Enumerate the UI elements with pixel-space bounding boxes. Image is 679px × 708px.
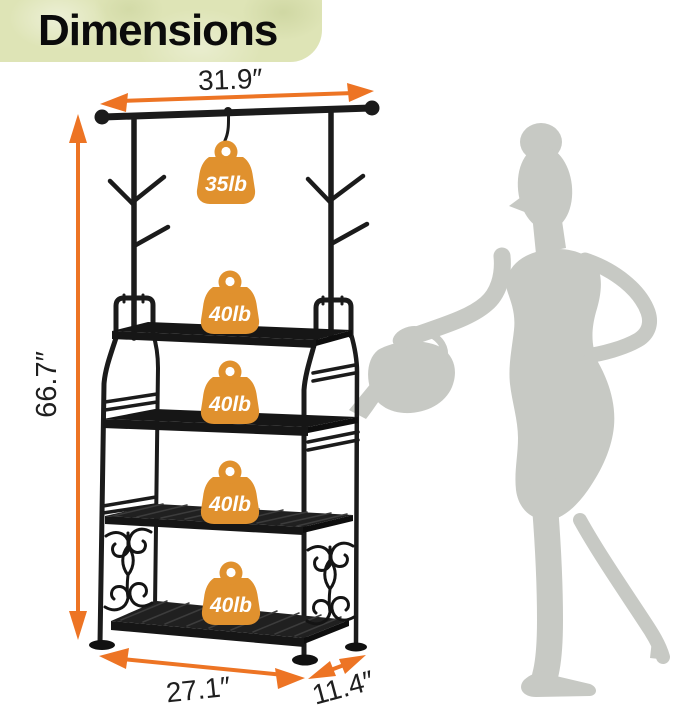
- weight-badge-shelf-1: 40lb: [200, 270, 260, 334]
- kettle: [349, 325, 455, 419]
- weight-badge-shelf-1-label: 40lb: [208, 303, 251, 326]
- feet: [89, 640, 367, 666]
- person-silhouette: [349, 123, 670, 697]
- silhouette-extended-arm: [405, 247, 511, 345]
- silhouette-arm-on-hip: [577, 252, 658, 364]
- weight-badge-rod-label: 35lb: [205, 173, 247, 196]
- hanging-rod: [94, 100, 380, 125]
- weight-badge-rod: 35lb: [196, 140, 256, 204]
- weight-badge-shelf-4: 40lb: [201, 561, 261, 625]
- rod-ball-cap-right: [364, 100, 380, 116]
- base-depth-arrow: [308, 655, 366, 679]
- header-banner: Dimensions: [0, 0, 322, 62]
- right-frame-hoop: [313, 297, 354, 345]
- scroll-ornament-left: [103, 527, 154, 612]
- scroll-ornament-right: [305, 541, 356, 626]
- back-right-leg: [348, 331, 360, 648]
- rod-ball-cap-left: [94, 109, 110, 125]
- front-left-leg: [97, 335, 119, 647]
- weight-badge-shelf-2: 40lb: [200, 360, 260, 424]
- kettle-body: [368, 341, 455, 414]
- page-title: Dimensions: [38, 6, 278, 55]
- weight-badge-shelf-3: 40lb: [200, 460, 260, 524]
- dimension-label-base-width: 27.1″: [164, 670, 232, 708]
- silhouette-back-leg: [573, 513, 670, 664]
- weight-badge-shelf-4-label: 40lb: [209, 594, 252, 617]
- dimension-arrows: [69, 83, 374, 689]
- back-left-leg: [151, 332, 160, 609]
- rod-width-arrow: [100, 83, 374, 112]
- dimension-label-rod-width: 31.9″: [197, 62, 263, 97]
- weight-badges: 35lb 40lb 40lb 40lb 40lb: [196, 140, 261, 625]
- left-frame-hoop: [113, 295, 156, 341]
- silhouette-neck: [532, 207, 566, 254]
- silhouette-nose: [509, 186, 536, 216]
- silhouette-front-foot: [521, 671, 596, 697]
- silhouette-torso: [506, 248, 615, 521]
- base-width-arrow: [99, 648, 305, 689]
- weight-badge-shelf-2-label: 40lb: [208, 393, 251, 416]
- coat-hooks: [107, 173, 370, 249]
- hoop-clips: [122, 293, 344, 306]
- weight-badge-shelf-3-label: 40lb: [208, 493, 251, 516]
- silhouette-hip-hand: [570, 331, 590, 357]
- height-arrow: [69, 114, 87, 640]
- silhouette-pouring-hand: [392, 325, 426, 349]
- silhouette-front-leg: [527, 437, 564, 689]
- silhouette-back-toe: [650, 640, 668, 660]
- dimension-label-height: 66.7″: [30, 351, 63, 418]
